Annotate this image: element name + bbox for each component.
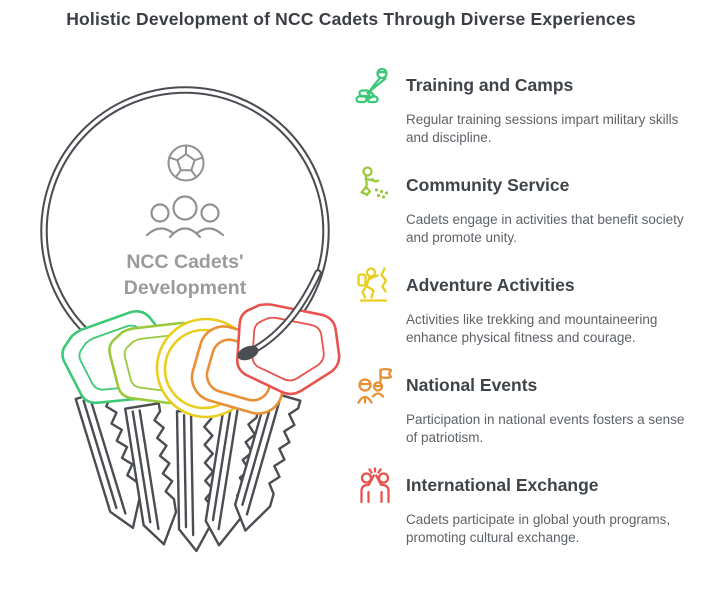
item-description: Participation in national events fosters…	[406, 412, 685, 446]
item-title: Adventure Activities	[406, 275, 575, 296]
keyring-illustration: NCC Cadets' Development	[40, 86, 346, 553]
item-title: Training and Camps	[406, 75, 574, 96]
ring-label-line1: NCC Cadets'	[126, 251, 243, 273]
list-item-community-service: Community Service Cadets engage in activ…	[355, 166, 695, 266]
item-description: Regular training sessions impart militar…	[406, 112, 679, 146]
item-description: Cadets participate in global youth progr…	[406, 512, 671, 546]
national-events-icon	[357, 368, 393, 404]
item-title: Community Service	[406, 175, 570, 196]
international-exchange-icon	[360, 467, 390, 504]
list-item-international-exchange: International Exchange Cadets participat…	[355, 466, 695, 566]
community-service-icon	[360, 166, 389, 199]
ring-through-keyhole	[237, 269, 322, 361]
list-item-national-events: National Events Participation in nationa…	[355, 366, 695, 466]
item-description: Activities like trekking and mountaineer…	[406, 312, 658, 346]
list-item-training-camps: Training and Camps Regular training sess…	[355, 66, 695, 166]
item-description: Cadets engage in activities that benefit…	[406, 212, 684, 246]
adventure-activities-icon	[357, 267, 388, 302]
item-title: International Exchange	[406, 475, 599, 496]
ring-label-line2: Development	[124, 277, 247, 299]
people-group-icon	[145, 195, 225, 239]
page-title: Holistic Development of NCC Cadets Throu…	[66, 9, 636, 29]
list-item-adventure-activities: Adventure Activities Activities like tre…	[355, 266, 695, 366]
seed-dots	[374, 188, 389, 199]
key-blade	[175, 409, 216, 553]
training-camps-icon	[355, 67, 388, 104]
gem-icon	[167, 144, 205, 182]
experience-list: Training and Camps Regular training sess…	[355, 66, 695, 566]
item-title: National Events	[406, 375, 538, 396]
